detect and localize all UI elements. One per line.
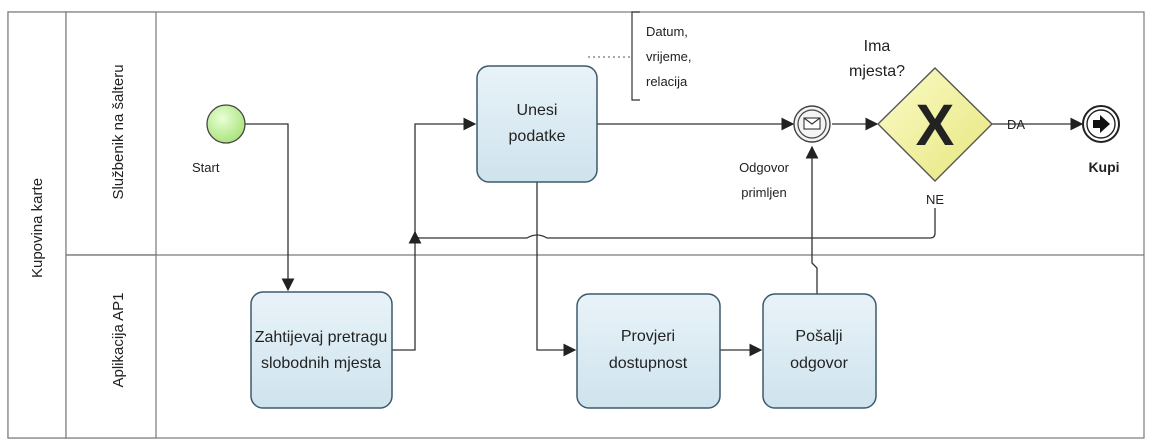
exclusive-gateway (877, 67, 993, 182)
gateway-yes-label: DA (1007, 117, 1025, 132)
message-event-inner (797, 109, 827, 139)
task-posalji-label-1: Pošalji (795, 328, 842, 345)
task-zahtijevaj-label-1: Zahtijevaj pretragu (255, 329, 388, 346)
task-zahtijevaj-pretragu (250, 291, 393, 409)
gateway-no-label-bg (922, 190, 948, 208)
annotation-line-3: relacija (646, 74, 688, 89)
lane-label-clerk: Službenik na šalteru (110, 64, 127, 199)
flow-start-to-zahtijevaj (245, 123, 295, 292)
task-zahtijevaj-label-2: slobodnih mjesta (261, 355, 381, 372)
annotation-line-1: Datum, (646, 24, 688, 39)
flow-unesi-to-provjeri (536, 182, 577, 357)
gateway-no-label: NE (926, 192, 944, 207)
task-provjeri-label-1: Provjeri (621, 328, 675, 345)
lane-header-2 (65, 254, 157, 439)
envelope-icon (803, 117, 821, 130)
lane-label-app: Aplikacija AP1 (110, 292, 127, 387)
task-provjeri-dostupnost (576, 293, 721, 409)
start-event (206, 104, 246, 144)
message-label-1: Odgovor (739, 160, 790, 175)
gateway-x-icon: X (916, 93, 955, 158)
arrow-right-icon (1093, 115, 1110, 133)
annotation-line-2: vrijeme, (646, 49, 692, 64)
task-posalji-odgovor (762, 293, 877, 409)
task-unesi-podatke (476, 65, 598, 183)
pool-header (7, 11, 67, 439)
task-unesi-label-2: podatke (509, 128, 566, 145)
flow-posalji-to-message (805, 145, 819, 294)
flow-gateway-no (408, 208, 936, 244)
task-posalji-label-2: odgovor (790, 355, 848, 372)
gateway-question-1: Ima (864, 38, 891, 55)
task-unesi-label-1: Unesi (517, 102, 558, 119)
task-provjeri-label-2: dostupnost (609, 355, 688, 372)
start-label: Start (192, 160, 220, 175)
pool-label: Kupovina karte (29, 178, 46, 278)
annotation-bracket (631, 11, 640, 101)
message-label-2: primljen (741, 185, 787, 200)
lane-header-1 (65, 11, 157, 256)
end-label: Kupi (1088, 159, 1119, 175)
gateway-question-2: mjesta? (849, 63, 905, 80)
